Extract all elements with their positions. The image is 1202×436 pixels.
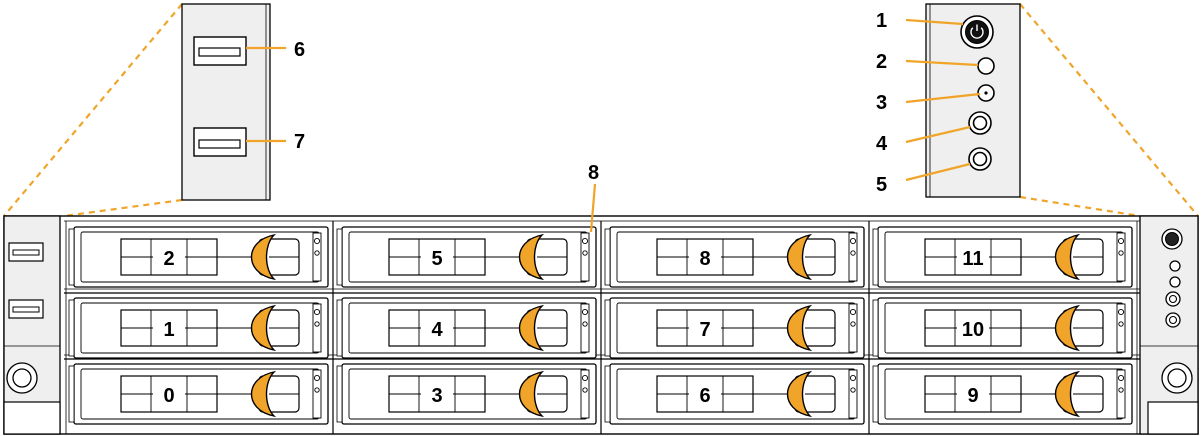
drive-latch[interactable] <box>786 370 813 418</box>
drive-bay-number: 1 <box>163 319 174 341</box>
drive-bay-number: 0 <box>163 385 174 407</box>
right-thumbscrew[interactable] <box>1161 362 1193 394</box>
status-led-3 <box>977 84 995 102</box>
drive-latch[interactable] <box>1054 370 1081 418</box>
drive-bay[interactable]: 10 <box>872 297 1133 359</box>
drive-bay-number: 9 <box>967 385 978 407</box>
drive-bay-number: 11 <box>962 248 983 270</box>
usb-port-front-lower[interactable] <box>8 299 44 319</box>
left-thumbscrew[interactable] <box>6 362 38 394</box>
front-button-4[interactable] <box>1165 291 1181 307</box>
drive-bay[interactable]: 5 <box>336 226 597 288</box>
front-power-button[interactable] <box>1161 228 1183 250</box>
drive-activity-led <box>313 374 321 382</box>
drive-bay[interactable]: 1 <box>68 297 329 359</box>
drive-bay-number: 4 <box>431 319 443 341</box>
drive-latch[interactable] <box>518 233 545 281</box>
drive-status-led <box>850 321 856 327</box>
right-rack-ear <box>1139 215 1199 435</box>
drive-status-led <box>850 387 856 393</box>
usb-port-front-upper[interactable] <box>8 242 44 262</box>
callout-3: 3 <box>876 92 887 114</box>
drive-bay-number: 10 <box>962 319 984 341</box>
left-zoom-panel <box>181 3 286 201</box>
drive-bay-number: 8 <box>699 248 710 270</box>
drive-activity-led <box>849 308 857 316</box>
drive-latch[interactable] <box>786 233 813 281</box>
drive-latch[interactable] <box>250 233 277 281</box>
drive-bay[interactable]: 3 <box>336 363 597 425</box>
callout-4: 4 <box>876 133 888 155</box>
callout-labels: 1 2 3 4 5 6 7 8 <box>294 10 888 196</box>
front-button-5[interactable] <box>1165 312 1181 328</box>
front-led-2 <box>1169 260 1181 272</box>
drive-activity-led <box>1117 308 1125 316</box>
drive-bay-number: 3 <box>431 385 442 407</box>
front-led-3 <box>1169 276 1181 288</box>
status-led-2 <box>977 57 995 75</box>
callout-1: 1 <box>876 10 887 32</box>
callout-7: 7 <box>294 131 305 153</box>
drive-status-led <box>314 321 320 327</box>
drive-status-led <box>1118 250 1124 256</box>
callout-6: 6 <box>294 39 305 61</box>
drive-activity-led <box>1117 374 1125 382</box>
button-4[interactable] <box>968 111 992 135</box>
drive-bay[interactable]: 6 <box>604 363 865 425</box>
power-button[interactable] <box>960 15 994 49</box>
drive-status-led <box>314 250 320 256</box>
drive-bay[interactable]: 8 <box>604 226 865 288</box>
drive-bay-number: 5 <box>431 248 442 270</box>
drive-latch[interactable] <box>250 370 277 418</box>
drive-activity-led <box>1117 237 1125 245</box>
usb-port-lower[interactable] <box>193 127 247 157</box>
drive-status-led <box>314 387 320 393</box>
drive-bay[interactable]: 0 <box>68 363 329 425</box>
drive-bay[interactable]: 4 <box>336 297 597 359</box>
zoom-guides <box>3 3 1199 218</box>
drive-status-led <box>850 250 856 256</box>
drive-activity-led <box>849 374 857 382</box>
left-rack-ear <box>3 215 61 435</box>
drive-bay[interactable]: 9 <box>872 363 1133 425</box>
drive-latch[interactable] <box>518 304 545 352</box>
drive-bay-number: 7 <box>699 319 710 341</box>
drive-activity-led <box>313 237 321 245</box>
drive-activity-led <box>313 308 321 316</box>
drive-activity-led <box>581 374 589 382</box>
right-zoom-panel <box>905 3 1021 198</box>
callout-5: 5 <box>876 174 887 196</box>
drive-latch[interactable] <box>786 304 813 352</box>
usb-port-upper[interactable] <box>193 36 247 66</box>
drive-activity-led <box>849 237 857 245</box>
drive-latch[interactable] <box>1054 304 1081 352</box>
drive-activity-led <box>581 308 589 316</box>
drive-status-led <box>582 250 588 256</box>
drive-bay-number: 2 <box>163 248 174 270</box>
drive-bay[interactable]: 2 <box>68 226 329 288</box>
drive-latch[interactable] <box>250 304 277 352</box>
callout-8: 8 <box>588 162 599 184</box>
drive-bay[interactable]: 7 <box>604 297 865 359</box>
callout-2: 2 <box>876 51 887 73</box>
button-5[interactable] <box>968 147 992 171</box>
drive-bay-number: 6 <box>699 385 710 407</box>
drive-latch[interactable] <box>518 370 545 418</box>
drive-status-led <box>1118 387 1124 393</box>
drive-status-led <box>1118 321 1124 327</box>
drive-latch[interactable] <box>1054 233 1081 281</box>
drive-activity-led <box>581 237 589 245</box>
drive-status-led <box>582 387 588 393</box>
drive-status-led <box>582 321 588 327</box>
drive-bay[interactable]: 11 <box>872 226 1133 288</box>
